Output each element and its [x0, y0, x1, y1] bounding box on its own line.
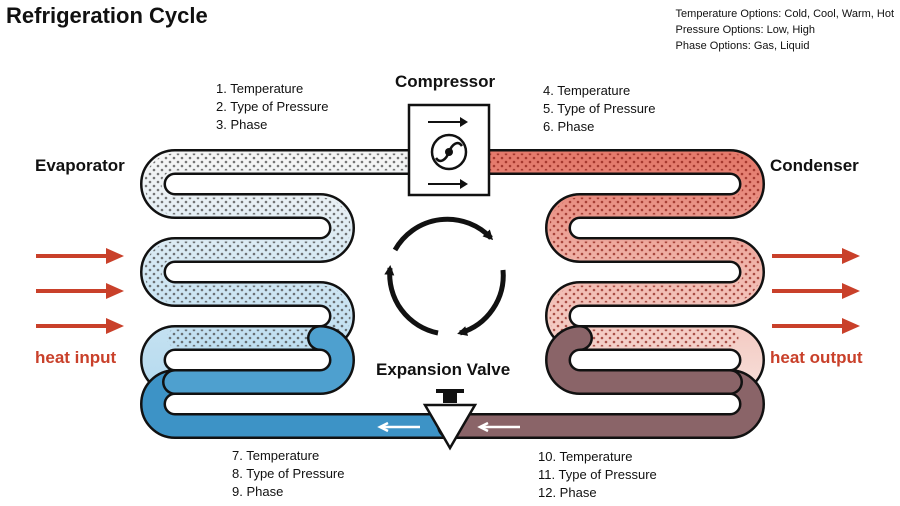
temperature-options: Temperature Options: Cold, Cool, Warm, H… — [675, 8, 894, 20]
question-11: 11. Type of Pressure — [538, 467, 657, 482]
diagram-title: Refrigeration Cycle — [6, 3, 208, 28]
expansion-valve — [422, 389, 478, 451]
question-6: 6. Phase — [543, 119, 595, 134]
question-5: 5. Type of Pressure — [543, 101, 656, 116]
question-12: 12. Phase — [538, 485, 597, 500]
condenser-coil — [437, 149, 765, 395]
phase-options: Phase Options: Gas, Liquid — [675, 40, 810, 52]
question-group-3: 7. Temperature 8. Type of Pressure 9. Ph… — [232, 447, 345, 501]
heat-output-label: heat output — [770, 348, 863, 367]
question-3: 3. Phase — [216, 117, 268, 132]
question-group-2: 4. Temperature 5. Type of Pressure 6. Ph… — [543, 82, 656, 136]
question-10: 10. Temperature — [538, 449, 633, 464]
question-group-4: 10. Temperature 11. Type of Pressure 12.… — [538, 448, 657, 502]
question-4: 4. Temperature — [543, 83, 631, 98]
pressure-options: Pressure Options: Low, High — [675, 24, 815, 36]
question-9: 9. Phase — [232, 484, 284, 499]
expansion-valve-label: Expansion Valve — [376, 360, 511, 379]
evaporator-coil — [140, 149, 463, 395]
question-7: 7. Temperature — [232, 448, 320, 463]
options-legend: Temperature Options: Cold, Cool, Warm, H… — [676, 6, 894, 54]
compressor-label: Compressor — [395, 72, 496, 91]
question-8: 8. Type of Pressure — [232, 466, 345, 481]
heat-output-arrows — [772, 248, 860, 334]
evaporator-label: Evaporator — [35, 156, 125, 175]
question-2: 2. Type of Pressure — [216, 99, 329, 114]
condenser-label: Condenser — [770, 156, 859, 175]
question-1: 1. Temperature — [216, 81, 304, 96]
liquid-line — [140, 325, 765, 439]
heat-input-label: heat input — [35, 348, 117, 367]
cycle-arrows — [384, 216, 506, 336]
heat-input-arrows — [36, 248, 124, 334]
compressor-box — [407, 103, 491, 197]
question-group-1: 1. Temperature 2. Type of Pressure 3. Ph… — [216, 80, 329, 134]
